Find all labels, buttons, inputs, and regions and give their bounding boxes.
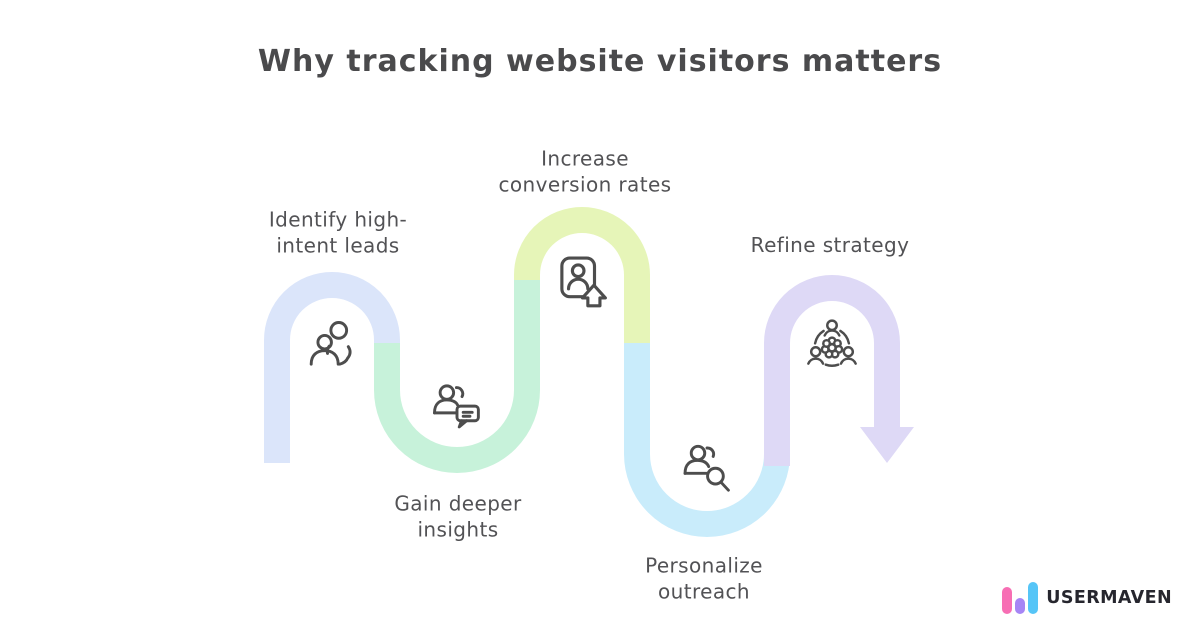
brand-logo: USERMAVEN bbox=[1002, 582, 1172, 614]
logo-bar-blue bbox=[1028, 582, 1039, 614]
path-step-2 bbox=[374, 280, 540, 473]
step-label-personalize-outreach: Personalize outreach bbox=[645, 553, 763, 604]
user-search-icon bbox=[680, 439, 734, 493]
path-step-3 bbox=[514, 207, 650, 343]
step-label-increase-conversion: Increase conversion rates bbox=[498, 146, 672, 197]
user-chat-icon bbox=[430, 378, 484, 432]
step-label-gain-insights: Gain deeper insights bbox=[394, 491, 522, 542]
path-step-5 bbox=[764, 275, 900, 466]
step-label-identify-leads: Identify high- intent leads bbox=[268, 207, 408, 258]
user-group-icon bbox=[305, 318, 359, 372]
flow-arrow-icon bbox=[860, 427, 914, 463]
logo-bar-purple bbox=[1015, 598, 1026, 614]
profile-upgrade-icon bbox=[551, 252, 609, 310]
logo-bar-pink bbox=[1002, 587, 1013, 614]
brand-wordmark: USERMAVEN bbox=[1046, 588, 1172, 608]
page-title: Why tracking website visitors matters bbox=[257, 44, 943, 79]
team-gear-icon bbox=[805, 318, 859, 372]
path-step-4 bbox=[624, 343, 790, 537]
step-label-refine-strategy: Refine strategy bbox=[750, 232, 910, 257]
path-step-1 bbox=[264, 272, 400, 463]
logo-bars-icon bbox=[1002, 582, 1039, 614]
